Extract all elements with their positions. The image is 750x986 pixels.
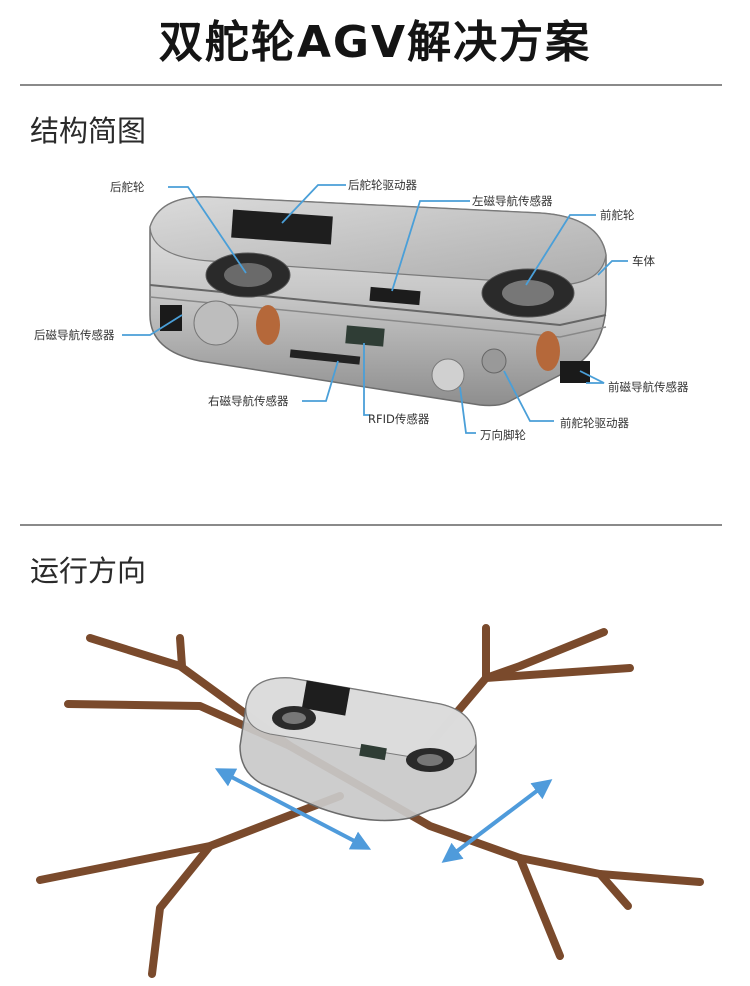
label-right-mag-sensor: 右磁导航传感器 <box>208 394 289 408</box>
label-rear-mag-sensor: 后磁导航传感器 <box>34 328 115 342</box>
page-title: 双舵轮AGV解决方案 <box>158 17 592 68</box>
middle-divider <box>20 524 722 526</box>
label-front-wheel-driver: 前舵轮驱动器 <box>560 416 629 430</box>
direction-arrows <box>214 768 553 863</box>
leader-lines <box>122 184 628 434</box>
label-front-mag-sensor: 前磁导航传感器 <box>608 380 689 394</box>
direction-diagram <box>36 624 704 978</box>
label-front-wheel: 前舵轮 <box>600 208 635 222</box>
direction-arrow-diagonal <box>441 779 553 863</box>
label-left-mag-sensor: 左磁导航传感器 <box>472 194 553 208</box>
label-caster: 万向脚轮 <box>480 428 526 442</box>
top-divider <box>20 84 722 86</box>
agv-body-illustration <box>149 196 607 407</box>
label-rear-wheel-driver: 后舵轮驱动器 <box>348 178 417 192</box>
direction-arrow-lateral <box>214 768 372 850</box>
direction-heading: 运行方向 <box>30 554 147 588</box>
agv-top-illustration <box>239 677 477 822</box>
structure-heading: 结构简图 <box>30 114 147 148</box>
label-body: 车体 <box>632 254 655 268</box>
label-rear-wheel: 后舵轮 <box>110 180 145 194</box>
label-rfid-sensor: RFID传感器 <box>368 412 430 426</box>
structure-diagram: 后舵轮 后舵轮驱动器 左磁导航传感器 前舵轮 车体 后磁导航传感器 前磁导航传感… <box>34 178 689 442</box>
